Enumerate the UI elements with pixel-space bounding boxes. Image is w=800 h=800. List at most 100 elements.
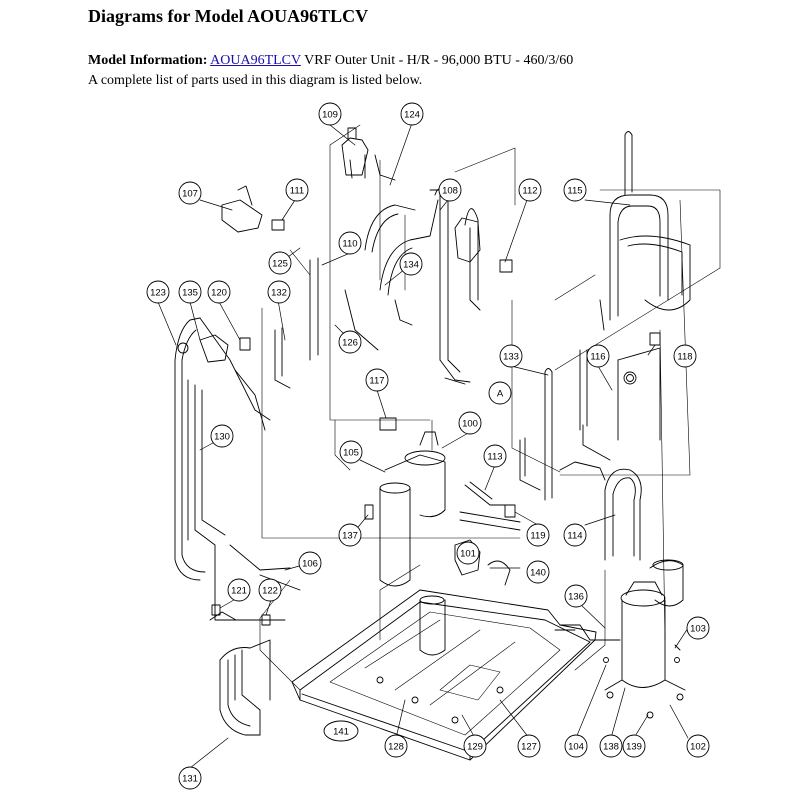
svg-text:124: 124 (404, 110, 420, 121)
svg-text:112: 112 (522, 186, 537, 197)
svg-text:132: 132 (271, 288, 287, 299)
callout-126[interactable]: 126 (338, 330, 362, 354)
svg-text:110: 110 (342, 239, 357, 250)
piping (174, 131, 691, 736)
svg-text:137: 137 (342, 531, 358, 542)
callout-131[interactable]: 131 (178, 766, 202, 790)
svg-text:140: 140 (530, 568, 546, 579)
svg-text:111: 111 (290, 186, 304, 197)
callout-109[interactable]: 109 (318, 102, 342, 126)
page-title: Diagrams for Model AOUA96TLCV (88, 6, 369, 26)
model-details: VRF Outer Unit - H/R - 96,000 BTU - 460/… (304, 53, 574, 68)
callout-a[interactable]: A (488, 381, 512, 405)
callout-135[interactable]: 135 (178, 280, 202, 304)
callout-112[interactable]: 112 (518, 178, 542, 202)
callout-bubbles: 109 124 107 111 108 112 115 110 125 134 … (146, 102, 710, 790)
svg-text:103: 103 (690, 624, 706, 635)
svg-text:136: 136 (568, 592, 584, 603)
callout-100[interactable]: 100 (458, 411, 482, 435)
callout-114[interactable]: 114 (563, 523, 587, 547)
svg-text:122: 122 (262, 586, 278, 597)
callout-108[interactable]: 108 (438, 178, 462, 202)
svg-text:118: 118 (677, 352, 692, 363)
callout-106[interactable]: 106 (298, 551, 322, 575)
leader-lines (157, 122, 689, 769)
svg-text:139: 139 (626, 742, 642, 753)
svg-text:109: 109 (322, 110, 338, 121)
callout-136[interactable]: 136 (564, 584, 588, 608)
parts-list-note: A complete list of parts used in this di… (88, 73, 423, 88)
svg-text:128: 128 (388, 742, 404, 753)
svg-text:138: 138 (603, 742, 619, 753)
svg-text:127: 127 (521, 742, 537, 753)
callout-123[interactable]: 123 (146, 280, 170, 304)
callout-103[interactable]: 103 (686, 616, 710, 640)
svg-text:116: 116 (590, 352, 605, 363)
svg-text:107: 107 (182, 189, 198, 200)
model-info-line: Model Information: AOUA96TLCV VRF Outer … (88, 53, 573, 69)
svg-text:125: 125 (272, 259, 288, 270)
callout-138[interactable]: 138 (599, 734, 623, 758)
svg-text:117: 117 (369, 376, 384, 387)
callout-132[interactable]: 132 (267, 280, 291, 304)
svg-text:141: 141 (333, 727, 349, 738)
callout-124[interactable]: 124 (400, 102, 424, 126)
svg-text:104: 104 (568, 742, 584, 753)
callout-128[interactable]: 128 (384, 734, 408, 758)
svg-text:105: 105 (343, 448, 359, 459)
callout-133[interactable]: 133 (499, 344, 523, 368)
callout-104[interactable]: 104 (564, 734, 588, 758)
model-info-label: Model Information: (88, 53, 208, 68)
svg-text:119: 119 (530, 531, 545, 542)
callout-102[interactable]: 102 (686, 734, 710, 758)
callout-117[interactable]: 117 (365, 368, 389, 392)
svg-text:A: A (497, 389, 504, 400)
callout-101[interactable]: 101 (456, 541, 480, 565)
svg-text:126: 126 (342, 338, 358, 349)
svg-text:120: 120 (211, 288, 227, 299)
callout-118[interactable]: 118 (673, 344, 697, 368)
svg-text:115: 115 (567, 186, 582, 197)
callout-113[interactable]: 113 (483, 444, 507, 468)
callout-107[interactable]: 107 (178, 181, 202, 205)
callout-134[interactable]: 134 (399, 252, 423, 276)
svg-text:106: 106 (302, 559, 318, 570)
svg-text:135: 135 (182, 288, 198, 299)
svg-text:133: 133 (503, 352, 519, 363)
svg-text:113: 113 (487, 452, 502, 463)
right-compressor (604, 559, 686, 719)
svg-text:102: 102 (690, 742, 706, 753)
callout-139[interactable]: 139 (622, 734, 646, 758)
svg-text:100: 100 (462, 419, 478, 430)
svg-text:108: 108 (442, 186, 458, 197)
svg-text:123: 123 (150, 288, 166, 299)
callout-120[interactable]: 120 (207, 280, 231, 304)
callout-110[interactable]: 110 (338, 231, 362, 255)
callout-121[interactable]: 121 (227, 578, 251, 602)
callout-137[interactable]: 137 (338, 523, 362, 547)
svg-text:129: 129 (467, 742, 483, 753)
callout-129[interactable]: 129 (463, 734, 487, 758)
callout-127[interactable]: 127 (517, 734, 541, 758)
callout-141[interactable]: 141 (323, 720, 359, 742)
callout-111[interactable]: 111 (285, 178, 309, 202)
callout-130[interactable]: 130 (210, 424, 234, 448)
callout-105[interactable]: 105 (339, 440, 363, 464)
callout-116[interactable]: 116 (586, 344, 610, 368)
svg-text:131: 131 (182, 774, 198, 785)
callout-125[interactable]: 125 (268, 251, 292, 275)
model-link[interactable]: AOUA96TLCV (210, 53, 301, 68)
svg-text:101: 101 (460, 549, 476, 560)
svg-text:114: 114 (567, 531, 582, 542)
base-pan (291, 589, 597, 761)
svg-text:130: 130 (214, 432, 230, 443)
callout-119[interactable]: 119 (526, 523, 550, 547)
callout-122[interactable]: 122 (258, 578, 282, 602)
main-compressor (379, 431, 446, 656)
svg-text:134: 134 (403, 260, 419, 271)
callout-115[interactable]: 115 (563, 178, 587, 202)
valves (177, 127, 681, 663)
callout-140[interactable]: 140 (526, 560, 550, 584)
svg-text:121: 121 (231, 586, 247, 597)
